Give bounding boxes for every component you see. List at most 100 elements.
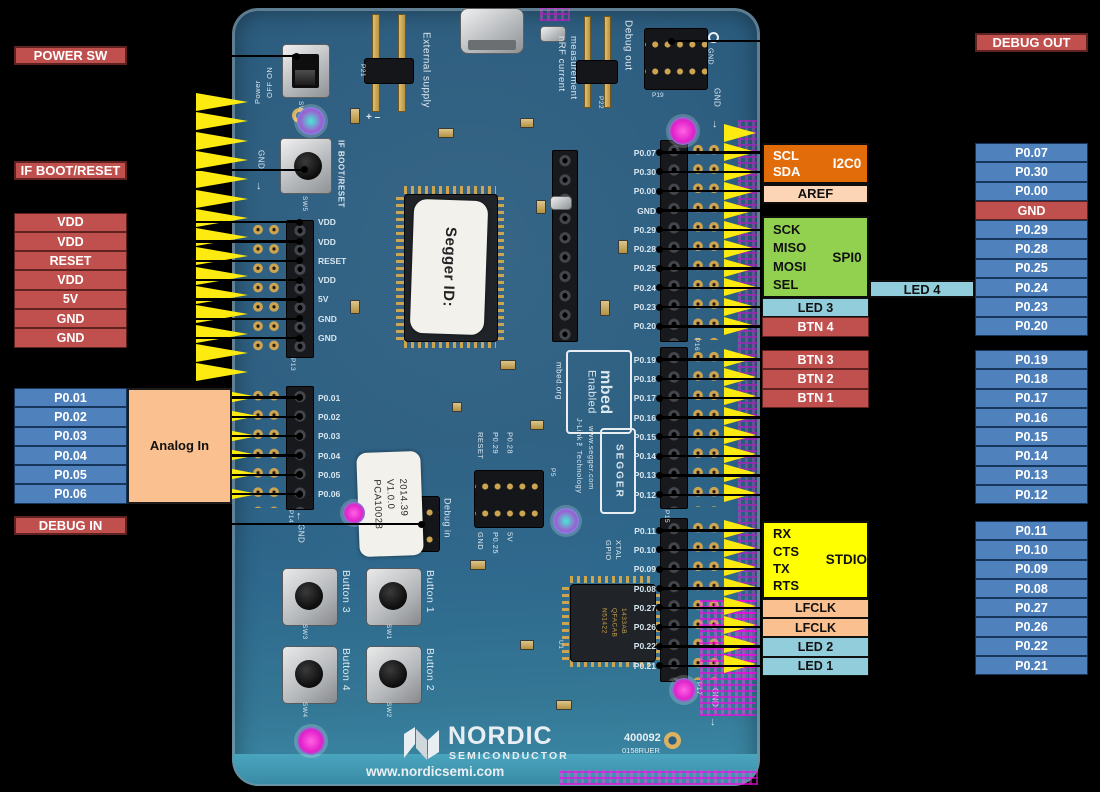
- arrow-tooth: [196, 305, 248, 324]
- callout-dot: [655, 452, 663, 460]
- silkscreen-pin-label: P0.21: [633, 660, 656, 671]
- mount-hole: [669, 117, 697, 145]
- gnd-arrow-down: ↓: [710, 716, 716, 728]
- p22-refdes: P22: [596, 96, 604, 110]
- nordic-url: www.nordicsemi.com: [366, 764, 505, 779]
- silkscreen-pin-label: P0.17: [633, 393, 656, 404]
- arrow-tooth: [724, 654, 756, 673]
- arrow-tooth: [196, 208, 248, 227]
- arrow-tooth: [196, 150, 248, 169]
- port-pin-label: P0.22: [975, 636, 1088, 657]
- gnd-arrow-down: ↓: [256, 180, 262, 192]
- silkscreen-pin-label: P0.23: [633, 302, 656, 313]
- pin-label: BTN 3: [762, 350, 869, 370]
- callout-line: [658, 435, 978, 439]
- u1-refdes: U1: [556, 640, 564, 650]
- port-pin-label: P0.11: [975, 521, 1088, 541]
- label-power-sw: POWER SW: [14, 46, 127, 65]
- smd-component: [350, 108, 360, 124]
- silkscreen-pin-label: P0.28: [633, 244, 656, 255]
- port-pin-label: P0.08: [975, 578, 1088, 599]
- p5-jumper-block: [474, 470, 544, 528]
- label-led4: LED 4: [869, 280, 975, 298]
- callout-dot: [295, 276, 303, 284]
- user-button-4-cap: [295, 660, 323, 688]
- callout-line: [658, 454, 978, 458]
- arrow-tooth: [724, 538, 756, 557]
- p5-pin-label: P0.29: [490, 432, 500, 455]
- silkscreen-pin-label: P0.03: [318, 431, 341, 442]
- callout-line: [658, 493, 978, 496]
- silkscreen-pin-label: P0.08: [633, 583, 656, 594]
- pin-label: LFCLK: [762, 598, 869, 619]
- callout-dot: [655, 414, 663, 422]
- silkscreen-pin-label: P0.04: [318, 450, 341, 461]
- button4-silkscreen: Button 4: [340, 648, 353, 692]
- smd-component: [520, 118, 534, 128]
- arrow-tooth: [724, 124, 756, 142]
- nordic-logo-icon: [404, 727, 439, 760]
- arrow-tooth: [724, 406, 756, 425]
- pin-label: LED 1: [762, 656, 869, 676]
- p5-pin-label: P0.28: [505, 432, 515, 455]
- bus-pin-label: CTS: [773, 543, 799, 559]
- callout-dot: [295, 334, 303, 342]
- silkscreen-pin-label: P0.22: [633, 641, 656, 652]
- port-pin-label: P0.23: [975, 297, 1088, 317]
- silkscreen-pin-label: P0.01: [318, 392, 341, 403]
- smd-component: [536, 200, 546, 214]
- silkscreen-pin-label: P0.09: [633, 564, 656, 575]
- edge-noise: [540, 8, 570, 21]
- callout-dot: [295, 490, 303, 498]
- sticker-line: V1.0.0: [384, 478, 397, 510]
- p15-refdes: P15: [662, 510, 670, 524]
- silkscreen-pin-label: P0.02: [318, 411, 341, 422]
- nrf-chip-pins: [570, 576, 654, 583]
- arrow-tooth: [724, 519, 756, 538]
- callout-dot: [655, 546, 663, 554]
- arrow-tooth: [196, 247, 248, 266]
- arrow-tooth: [196, 343, 248, 362]
- callout-line: [658, 416, 978, 419]
- silkscreen-pin-label: P0.27: [633, 602, 656, 613]
- callout-dot: [295, 432, 303, 440]
- button3-silkscreen: Button 3: [340, 570, 353, 614]
- label-debug-in: DEBUG IN: [14, 515, 127, 535]
- callout-dot: [655, 187, 663, 195]
- callout-dot: [655, 264, 663, 272]
- port-pin-label: P0.17: [975, 388, 1088, 408]
- arrow-tooth: [196, 170, 248, 189]
- silkscreen-pin-label: P0.19: [633, 354, 656, 365]
- silkscreen-pin-label: VDD: [318, 275, 336, 286]
- silkscreen-pin-label: P0.29: [633, 224, 656, 235]
- callout-dot: [655, 642, 663, 650]
- port-pin-label: GND: [975, 200, 1088, 221]
- arrow-tooth: [724, 577, 756, 596]
- callout-dot: [655, 471, 663, 479]
- arrow-tooth: [724, 367, 756, 386]
- silkscreen-pin-label: P0.26: [633, 622, 656, 633]
- smd-component: [500, 360, 516, 370]
- button1-silkscreen: Button 1: [424, 570, 437, 614]
- smd-component: [556, 700, 572, 710]
- pin-label: VDD: [14, 212, 127, 232]
- port-pin-label: P0.14: [975, 446, 1088, 466]
- callout-line: [127, 240, 303, 243]
- silkscreen-pin-label: P0.20: [633, 321, 656, 332]
- silkscreen-pin-label: GND: [318, 313, 337, 324]
- mbed-logo-text: mbed: [597, 369, 615, 415]
- bus-pin-label: TX: [773, 560, 790, 576]
- silkscreen-pin-label: VDD: [318, 217, 336, 228]
- mount-hole: [297, 727, 325, 755]
- pin-label: VDD: [14, 231, 127, 252]
- supply-polarity-marks: + –: [366, 112, 381, 123]
- smd-component: [438, 128, 454, 138]
- pin-label: P0.06: [14, 484, 127, 504]
